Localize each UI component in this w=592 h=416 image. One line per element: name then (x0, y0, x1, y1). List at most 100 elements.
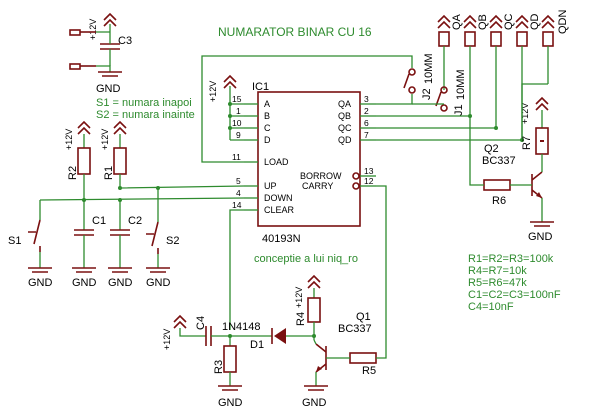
svg-text:GND: GND (146, 277, 171, 289)
c2-ground (108, 267, 132, 273)
ic-pin-qc: 6 QC (338, 118, 376, 133)
switch-s1 (28, 200, 41, 268)
s1-ground (28, 267, 52, 273)
svg-text:J2: J2 (421, 88, 433, 100)
q1-ground (304, 385, 328, 391)
ic-pin-c: 10 C (232, 118, 271, 133)
svg-text:C1: C1 (92, 215, 106, 227)
svg-text:+12V: +12V (162, 329, 172, 350)
ic-name: IC1 (252, 81, 269, 93)
c1-ground (72, 267, 96, 273)
svg-text:QC: QC (503, 13, 515, 30)
resistor-r6 (483, 179, 511, 191)
svg-text:+12V: +12V (294, 287, 304, 308)
ic-pin-qd: 7 QD (338, 130, 376, 145)
ic-pin-load: 11 LOAD (232, 152, 289, 167)
diode-d1 (271, 328, 314, 344)
credit-text: conceptie a lui niq_ro (254, 253, 358, 265)
capacitor-c4 (179, 326, 272, 346)
svg-text:J1: J1 (453, 104, 465, 116)
note-s1: S1 = numara inapoi (96, 97, 192, 109)
svg-text:5: 5 (236, 176, 241, 186)
output-connector-qdn: QDN (541, 10, 569, 84)
svg-text:GND: GND (218, 397, 243, 409)
svg-text:11: 11 (232, 152, 241, 162)
output-connector-qa: QA (437, 13, 463, 90)
svg-text:A: A (264, 99, 270, 109)
svg-text:QB: QB (477, 14, 489, 30)
svg-text:GND: GND (108, 277, 133, 289)
svg-text:QA: QA (451, 13, 463, 30)
capacitor-c3 (100, 40, 120, 66)
c3-label: C3 (118, 35, 132, 47)
ic-pin-up: 5 UP (236, 176, 277, 191)
r4-vcc (307, 274, 321, 289)
svg-text:C: C (264, 123, 271, 133)
ground-symbol (98, 71, 122, 77)
svg-text:LOAD: LOAD (264, 157, 289, 167)
resistor-r3 (223, 336, 237, 386)
svg-text:QDN: QDN (557, 10, 569, 35)
svg-text:4: 4 (236, 188, 241, 198)
svg-text:14: 14 (232, 200, 242, 210)
jumper-j1: J1 10MM (435, 69, 467, 116)
capacitor-c2 (110, 200, 130, 268)
svg-text:R4: R4 (295, 312, 307, 326)
note-s2: S2 = numara inainte (96, 109, 195, 121)
ic-pin-carry: 12 CARRY (302, 176, 376, 191)
resistor-r7 (535, 110, 549, 170)
svg-text:UP: UP (264, 181, 277, 191)
svg-text:D: D (264, 135, 271, 145)
svg-text:7: 7 (364, 130, 369, 140)
ic-vcc-symbol (223, 74, 237, 89)
svg-text:R1=R2=R3=100k: R1=R2=R3=100k (468, 253, 554, 265)
transistor-q2 (531, 171, 543, 199)
svg-text:6: 6 (364, 118, 369, 128)
resistor-r4 (307, 288, 321, 340)
jumper-j2: J2 10MM (403, 53, 435, 100)
resistor-r5 (349, 352, 377, 364)
svg-text:+12V: +12V (100, 129, 110, 150)
svg-text:QB: QB (338, 111, 351, 121)
svg-text:R5=R6=47k: R5=R6=47k (468, 277, 527, 289)
svg-text:R3: R3 (213, 360, 225, 374)
svg-text:CARRY: CARRY (302, 181, 333, 191)
connector-plus (69, 29, 96, 36)
svg-text:R7: R7 (521, 136, 533, 150)
svg-text:QD: QD (338, 135, 352, 145)
svg-text:S2: S2 (166, 235, 179, 247)
svg-text:3: 3 (364, 94, 369, 104)
svg-text:QA: QA (338, 99, 351, 109)
r3-ground (218, 385, 242, 391)
svg-text:CLEAR: CLEAR (264, 205, 295, 215)
svg-text:13: 13 (364, 166, 374, 176)
ic-pin-b: 1 B (236, 106, 270, 121)
q2-ground (530, 221, 554, 227)
svg-text:R4=R7=10k: R4=R7=10k (468, 265, 527, 277)
ic-pin-qb: 2 QB (338, 106, 376, 121)
svg-text:C2: C2 (128, 215, 142, 227)
q2-vcc-symbol (535, 96, 549, 111)
svg-text:10MM: 10MM (455, 69, 467, 100)
diagram-title: NUMARATOR BINAR CU 16 (218, 25, 372, 39)
r2-vcc (77, 120, 91, 135)
svg-text:QC: QC (338, 123, 352, 133)
svg-text:C4=10nF: C4=10nF (468, 301, 514, 313)
gnd-label: GND (96, 83, 121, 95)
svg-text:GND: GND (28, 277, 53, 289)
svg-text:GND: GND (302, 397, 327, 409)
svg-text:Q1: Q1 (356, 311, 371, 323)
svg-text:Q2: Q2 (484, 143, 499, 155)
svg-text:15: 15 (232, 94, 242, 104)
ic-pin-borrow: 13 BORROW (300, 166, 376, 181)
svg-text:R6: R6 (492, 195, 506, 207)
resistor-r2 (77, 134, 91, 200)
svg-text:C4: C4 (195, 316, 207, 330)
svg-text:9: 9 (236, 130, 241, 140)
output-connector-qb: QB (463, 14, 489, 116)
capacitor-c1 (74, 200, 94, 268)
svg-text:DOWN: DOWN (264, 193, 293, 203)
svg-text:S1: S1 (8, 235, 21, 247)
output-connector-qc: QC (489, 13, 515, 128)
